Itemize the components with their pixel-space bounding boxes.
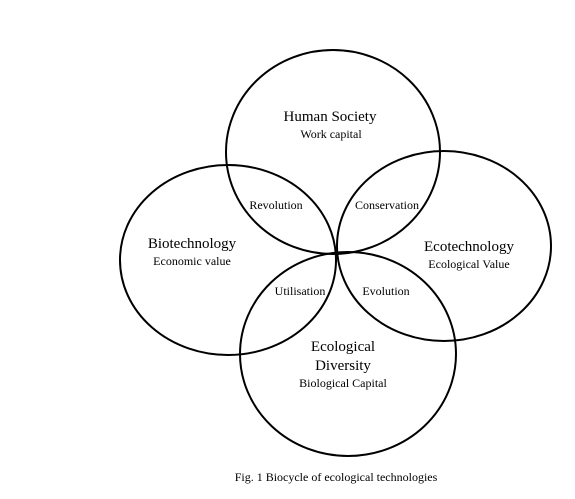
evolution-label: Evolution [362, 284, 409, 298]
biotechnology-subtitle: Economic value [153, 254, 231, 268]
ecological-diversity-subtitle: Biological Capital [299, 376, 387, 390]
ecotechnology-title: Ecotechnology [424, 239, 514, 255]
ecological-diversity-circle [239, 251, 457, 457]
human-society-title: Human Society [284, 109, 377, 125]
human-society-circle [225, 49, 441, 255]
ecological-diversity-title-line1: Ecological [311, 339, 375, 355]
revolution-label: Revolution [249, 198, 302, 212]
ecological-diversity-title-line2: Diversity [315, 358, 371, 374]
human-society-subtitle: Work capital [300, 127, 362, 141]
ecotechnology-circle [336, 150, 552, 342]
figure-caption: Fig. 1 Biocycle of ecological technologi… [235, 470, 438, 484]
biotechnology-circle [119, 164, 337, 356]
ecotechnology-subtitle: Ecological Value [428, 257, 509, 271]
conservation-label: Conservation [355, 198, 419, 212]
biotechnology-title: Biotechnology [148, 236, 237, 252]
utilisation-label: Utilisation [275, 284, 326, 298]
